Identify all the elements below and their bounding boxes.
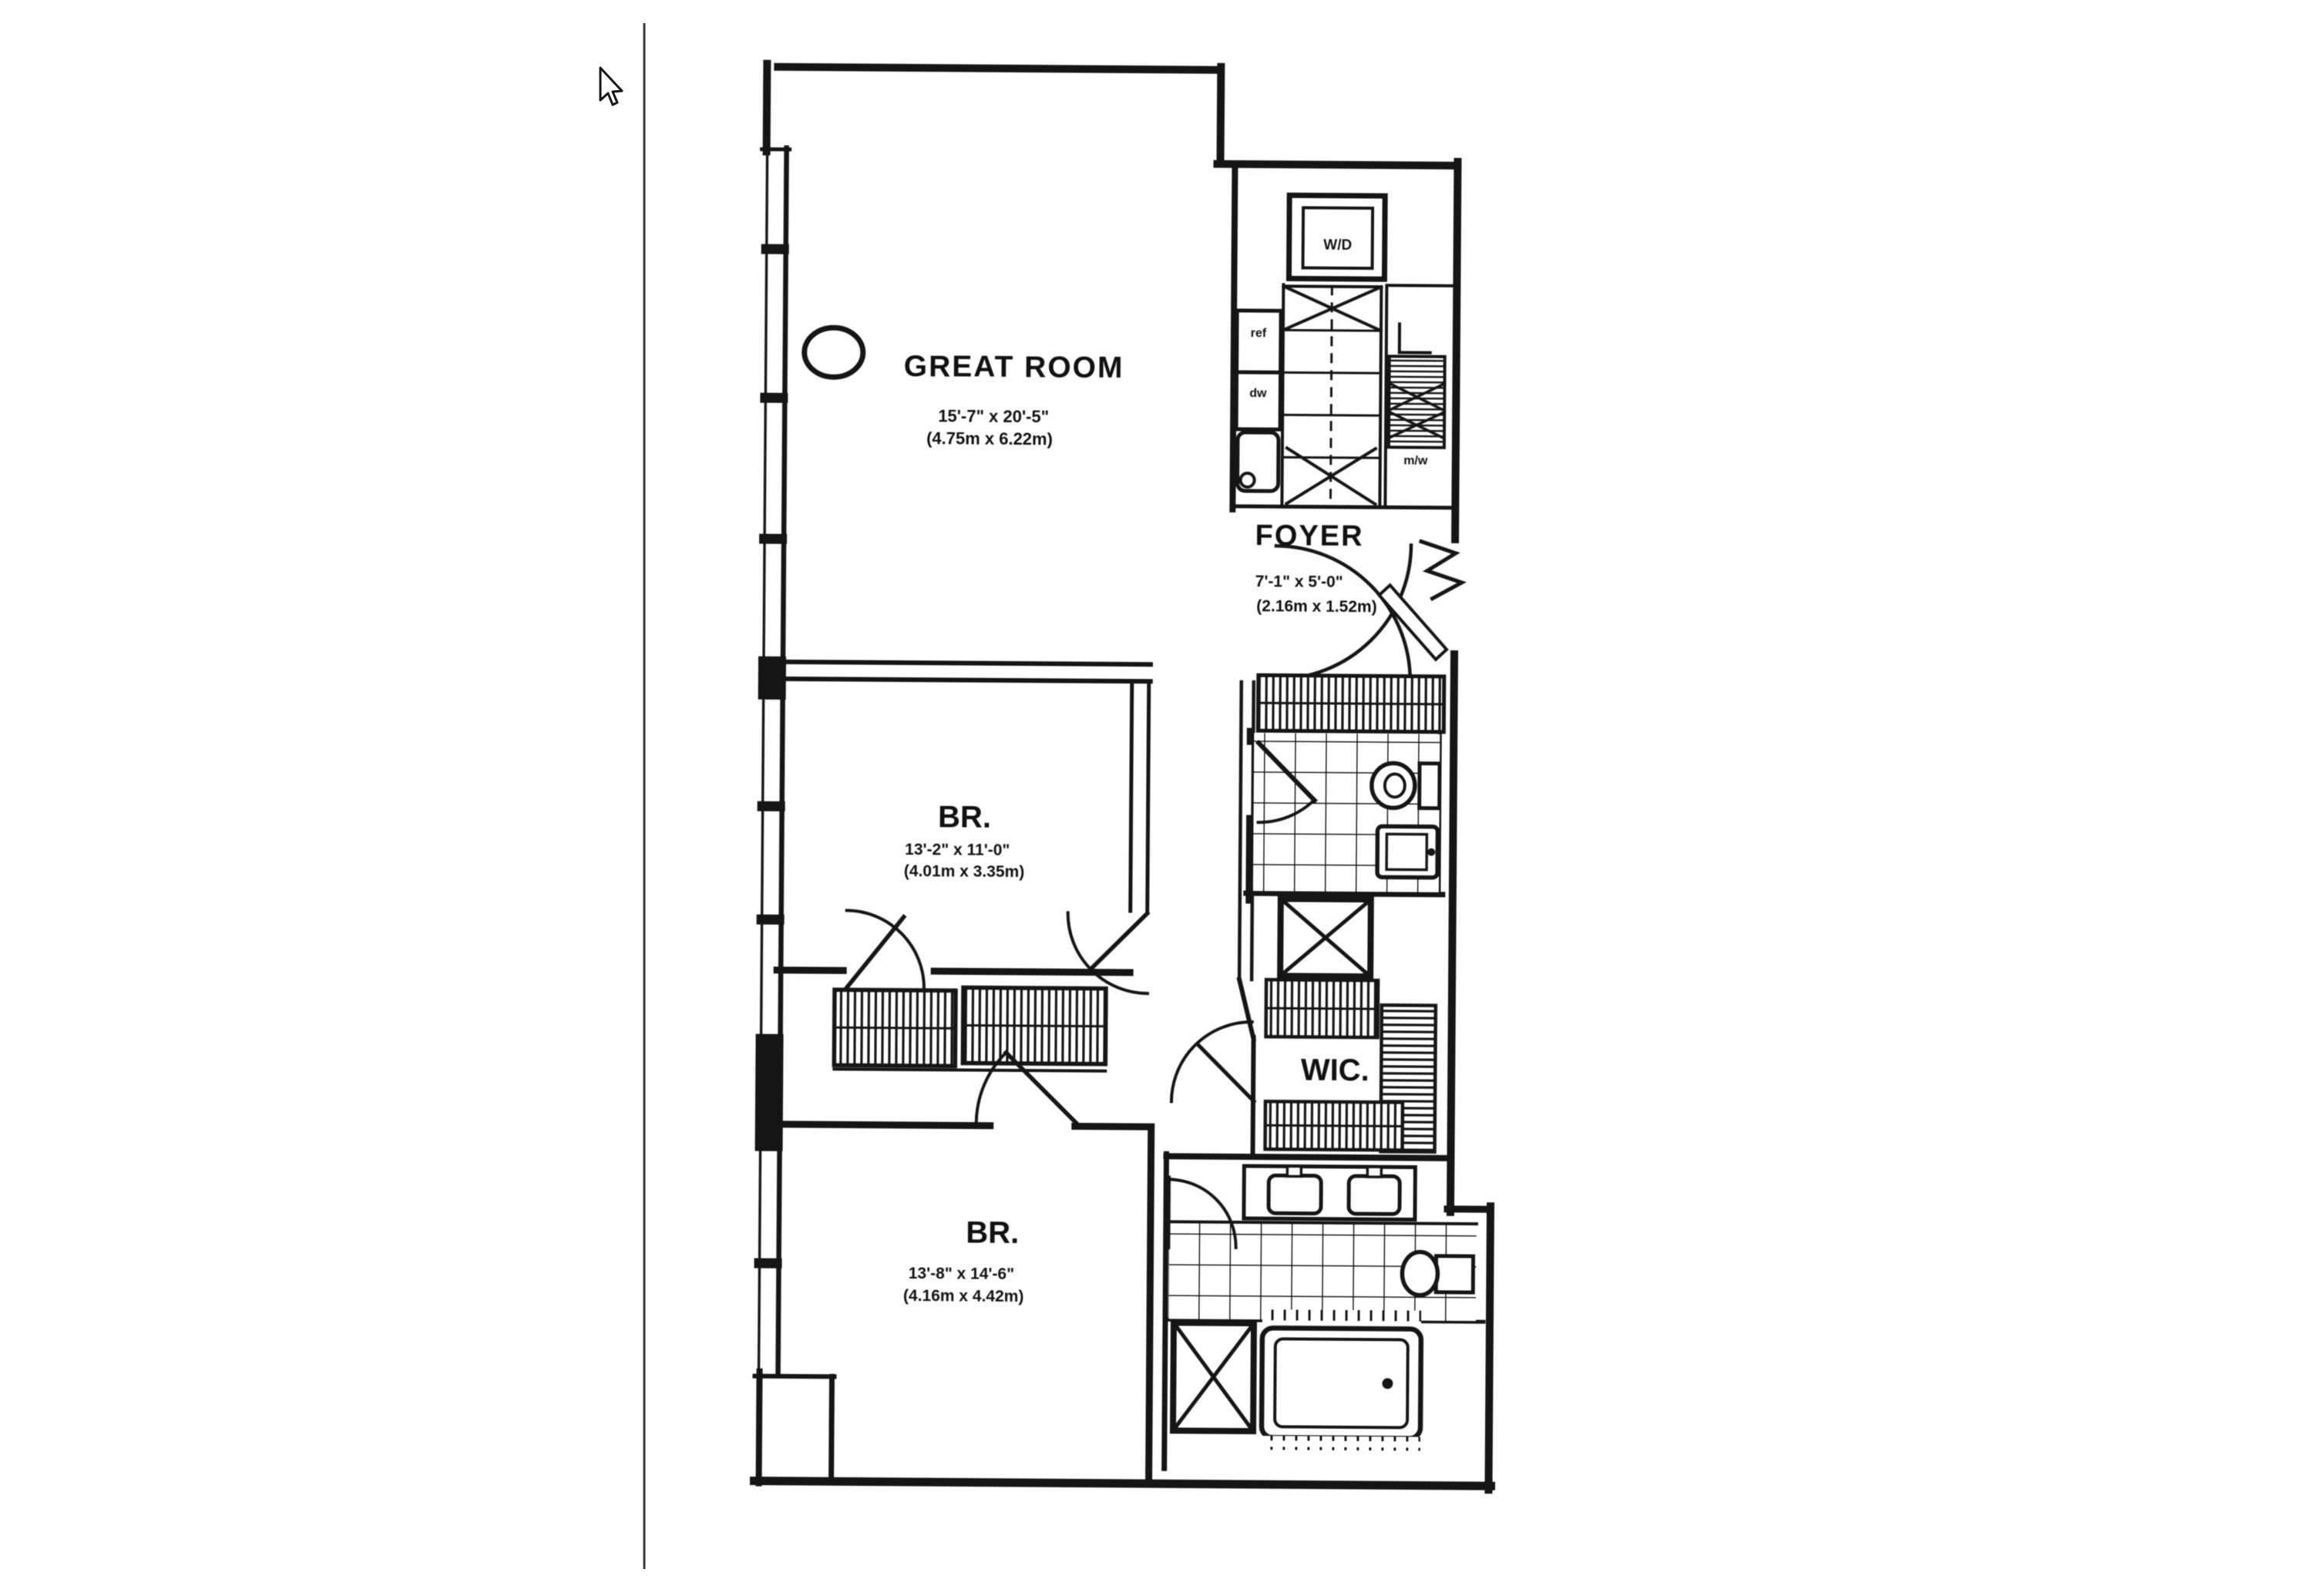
foyer-dims-imperial: 7'-1" x 5'-0" (1255, 573, 1343, 591)
mouse-cursor-icon (600, 68, 622, 105)
column-symbol (805, 328, 863, 378)
bathroom-2 (1167, 1165, 1477, 1451)
room-bedroom-1: BR. 13'-2" x 11'-0" (4.01m x 3.35m) (846, 799, 1025, 990)
hall-door (1067, 912, 1148, 993)
walk-in-closet: WIC. (1171, 979, 1437, 1151)
br1-door (846, 910, 925, 989)
refrigerator-box (1237, 311, 1282, 372)
br2-dims-imperial: 13'-8" x 14'-6" (909, 1265, 1014, 1283)
kitchen: ref dw m/w (1235, 284, 1457, 508)
br2-dims-metric: (4.16m x 4.42m) (903, 1287, 1024, 1305)
hall-closets (834, 986, 1106, 1070)
br2-label: BR. (966, 1216, 1019, 1250)
bathtub (1262, 1328, 1421, 1438)
great-room-dims-metric: (4.75m x 6.22m) (926, 428, 1053, 449)
toilet-1 (1372, 763, 1440, 808)
br1-dims-imperial: 13'-2" x 11'-0" (905, 841, 1010, 859)
sink-1 (1377, 826, 1437, 878)
foyer-label: FOYER (1255, 519, 1364, 553)
great-room-dims-imperial: 15'-7" x 20'-5" (938, 406, 1049, 426)
tub-hatch-bottom (1262, 1436, 1420, 1450)
wic-door (1171, 1021, 1255, 1102)
counter-corner (1400, 324, 1430, 352)
kitchen-sink (1238, 432, 1279, 491)
great-room-label: GREAT ROOM (904, 350, 1124, 385)
shaft-box-1 (1280, 899, 1371, 976)
microwave-label: m/w (1403, 454, 1428, 467)
refrigerator-label: ref (1251, 327, 1267, 340)
bathroom-1 (1253, 733, 1440, 892)
foyer-dims-metric: (2.16m x 1.52m) (1256, 597, 1377, 616)
washer-dryer-unit: W/D (1289, 195, 1385, 279)
washer-dryer-label: W/D (1323, 237, 1352, 254)
foyer: FOYER 7'-1" x 5'-0" (2.16m x 1.52m) (1254, 519, 1462, 682)
br1-dims-metric: (4.01m x 3.35m) (904, 862, 1025, 881)
room-bedroom-2: BR. 13'-8" x 14'-6" (4.16m x 4.42m) (903, 1052, 1077, 1306)
tub-hatch-top (1262, 1309, 1421, 1324)
room-great-room: GREAT ROOM 15'-7" x 20'-5" (4.75m x 6.22… (804, 328, 1124, 449)
kitchen-faucet (1241, 473, 1255, 487)
vanity-double-sink (1244, 1166, 1415, 1220)
wall-break-symbol (1421, 542, 1463, 599)
coat-closet (1258, 675, 1443, 732)
dishwasher-box (1236, 372, 1281, 429)
dishwasher-label: dw (1249, 387, 1267, 400)
toilet-2 (1402, 1252, 1473, 1295)
br1-label: BR. (938, 800, 991, 834)
shaft-box-2 (1173, 1322, 1254, 1431)
wic-label: WIC. (1301, 1053, 1369, 1088)
